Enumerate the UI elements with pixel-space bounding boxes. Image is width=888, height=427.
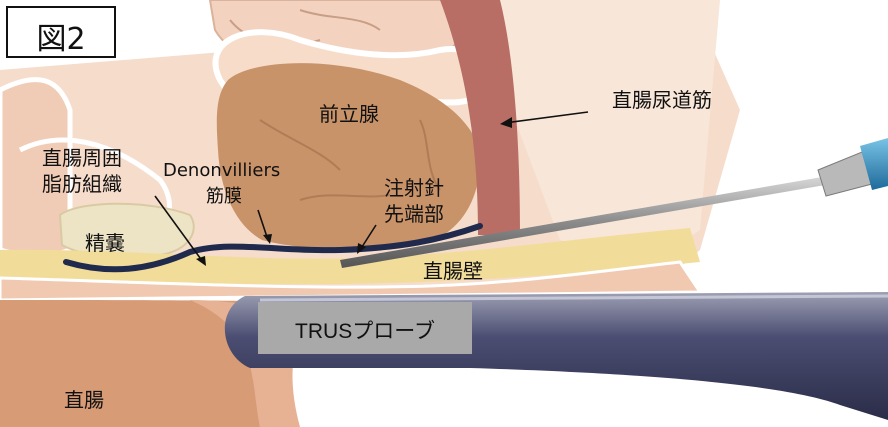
rectal-wall <box>0 260 703 302</box>
needle-hub <box>860 138 888 190</box>
label-needle-tip-1: 注射針 <box>384 176 444 200</box>
arrow-heads <box>196 117 512 266</box>
arrow-head <box>500 117 512 128</box>
denonvilliers-fascia <box>63 223 483 273</box>
label-trus-probe: TRUSプローブ <box>295 320 435 343</box>
label-prostate: 前立腺 <box>319 102 379 126</box>
bowel-fold <box>299 9 381 31</box>
figure-label: 図2 <box>36 22 86 57</box>
label-rectal-wall: 直腸壁 <box>423 259 483 283</box>
prostate-texture <box>299 194 391 201</box>
label-denonvilliers-1: Denonvilliers <box>163 160 281 181</box>
probe-highlight <box>259 294 888 302</box>
needle-shaft <box>340 176 831 268</box>
arrow-perirectal-fat <box>154 195 204 263</box>
label-rectourethralis: 直腸尿道筋 <box>612 88 712 112</box>
arrow-rectourethralis <box>504 111 589 124</box>
trus-probe-label-box: TRUSプローブ <box>258 302 472 354</box>
perirectal-fat <box>0 228 700 285</box>
prostate <box>216 63 481 251</box>
arrow-head <box>263 234 272 244</box>
label-rectum: 直腸 <box>64 388 104 412</box>
prostate-texture <box>419 119 441 191</box>
label-denonvilliers-2: 筋膜 <box>206 186 242 207</box>
figure-label-box: 図2 <box>6 6 116 58</box>
prostate-texture <box>259 119 341 171</box>
label-perirectal-fat-2: 脂肪組織 <box>42 172 122 196</box>
seminal-vesicle <box>58 202 195 259</box>
upper-right-tissue <box>470 0 720 270</box>
label-needle-tip-2: 先端部 <box>384 202 444 226</box>
label-seminal-vesicle: 精嚢 <box>85 231 125 255</box>
rectourethralis-muscle <box>440 0 520 235</box>
arrow-head <box>196 256 206 266</box>
arrow-head <box>357 243 366 254</box>
label-perirectal-fat-1: 直腸周囲 <box>42 146 122 170</box>
